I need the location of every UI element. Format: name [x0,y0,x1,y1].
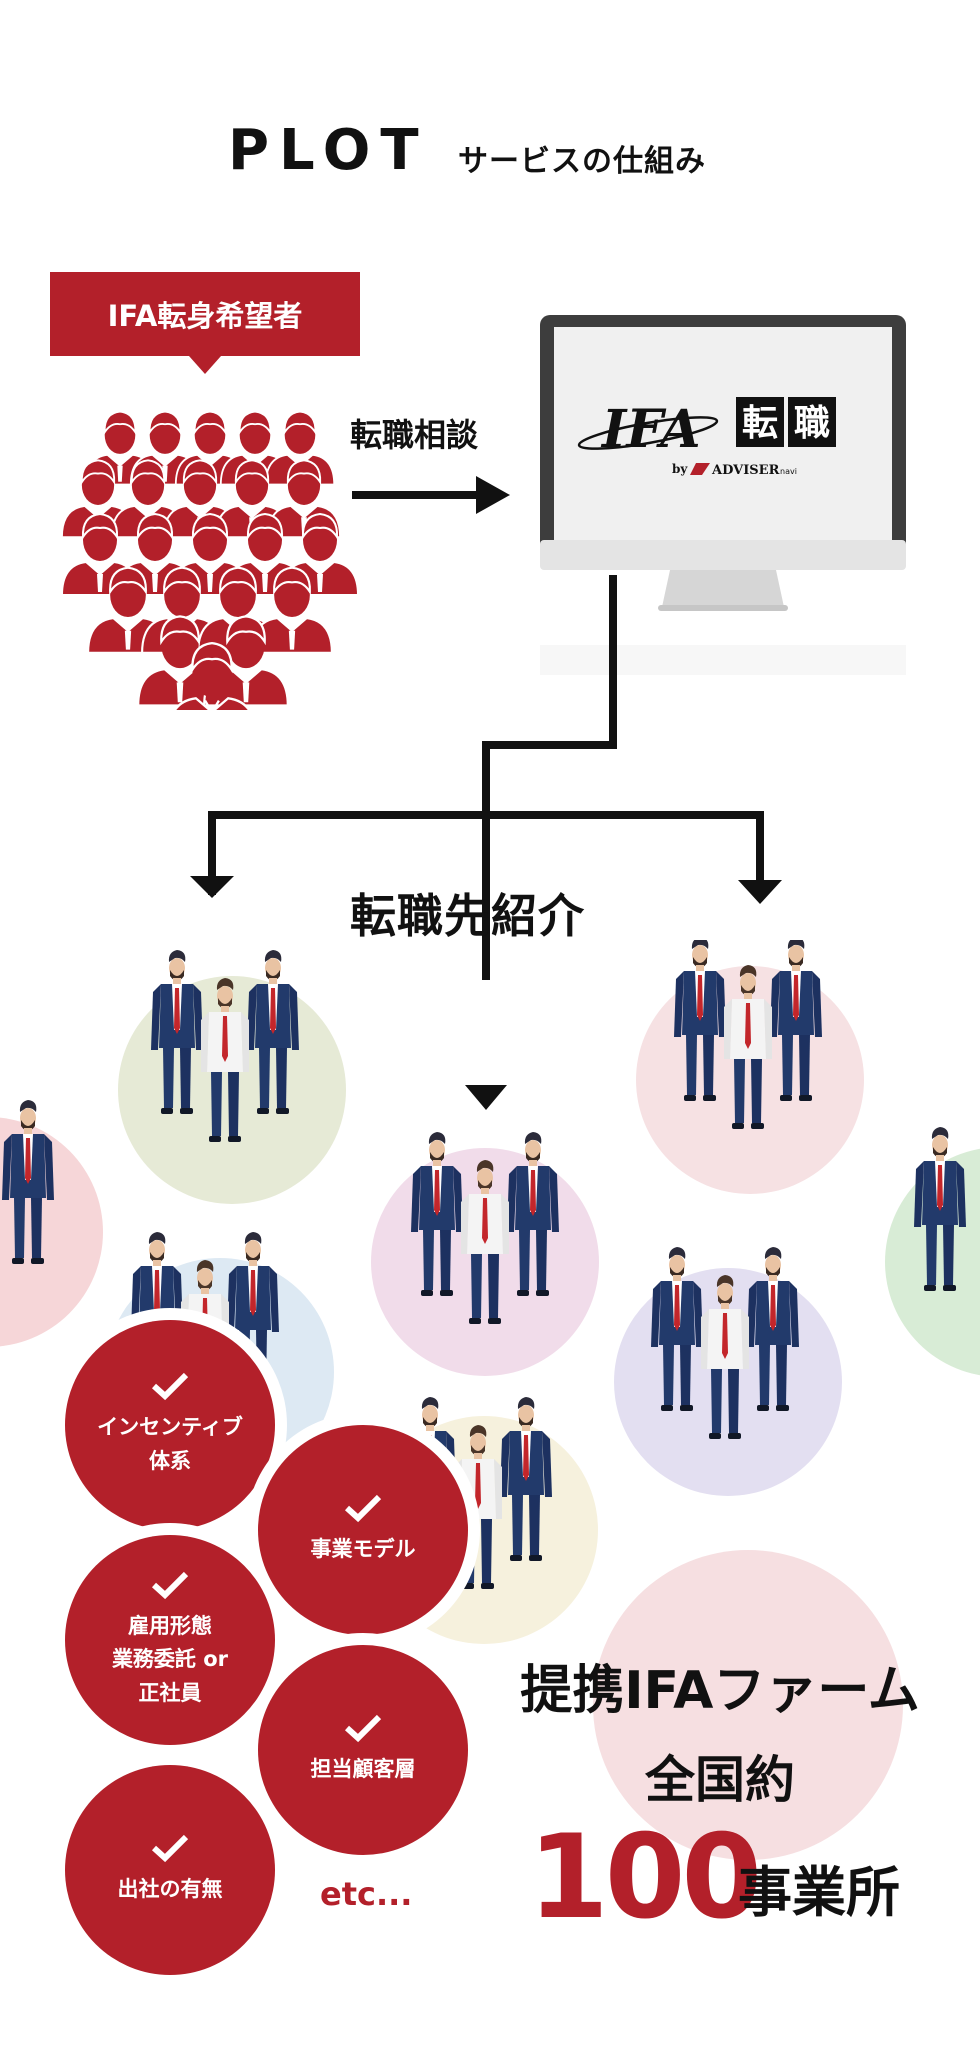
check-icon [151,1835,189,1863]
adviser-mark-icon [690,463,710,475]
brand-adviser: ADVISER [711,463,780,478]
condition-label: 事業モデル [310,1537,416,1562]
condition-employment: 雇用形態 業務委託 or 正社員 [65,1535,275,1745]
condition-client-segment: 担当顧客層 [258,1645,468,1855]
page-title: サービスの仕組み [458,144,706,179]
condition-label: 業務委託 or [111,1647,229,1672]
page-header: PLOT サービスの仕組み [0,118,980,183]
stats-unit: 事業所 [738,1861,900,1924]
flow-lines [190,575,782,1110]
intro-label: 転職先紹介 [350,889,585,943]
condition-label: 出社の有無 [117,1877,223,1902]
brand-shoku: 職 [794,403,830,444]
brand-navi: navi [780,467,797,476]
check-icon [151,1571,189,1599]
condition-label: 雇用形態 [128,1613,212,1638]
consult-arrow [352,476,510,514]
stats-nationwide: 全国約 [645,1751,795,1809]
stats-number: 100 [528,1810,762,1945]
consult-label: 転職相談 [350,416,479,454]
platform-monitor: IFA 転 職 by ADVISER navi [540,315,906,715]
firms-illustration [0,940,980,1644]
check-icon [344,1495,382,1523]
check-icon [151,1373,189,1401]
condition-label: 正社員 [138,1680,202,1705]
condition-label: 体系 [149,1449,191,1473]
condition-business-model: 事業モデル [258,1425,468,1635]
stats-background-circle [593,1550,903,1860]
condition-office-attendance: 出社の有無 [65,1765,275,1975]
check-icon [344,1715,382,1743]
condition-label: 担当顧客層 [310,1757,416,1782]
etc-label: etc... [320,1875,413,1913]
plot-logo: PLOT [228,118,429,183]
brand-ten: 転 [742,403,778,444]
stats-partner-firms: 提携IFAファーム [520,1661,920,1721]
brand-by: by [672,462,688,476]
seekers-label: IFA転身希望者 [50,272,360,374]
condition-incentive: インセンティブ 体系 [65,1320,275,1530]
condition-label: インセンティブ [97,1415,243,1440]
brand-ifa: IFA [600,399,701,460]
